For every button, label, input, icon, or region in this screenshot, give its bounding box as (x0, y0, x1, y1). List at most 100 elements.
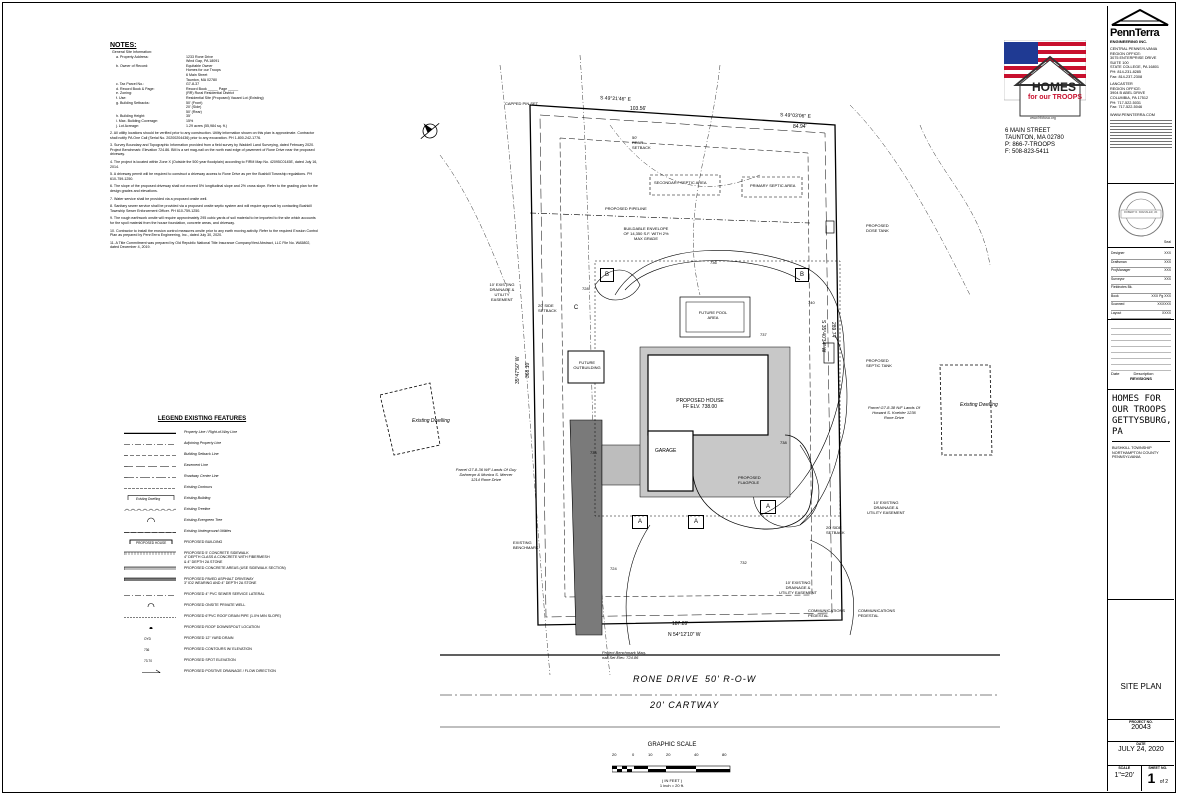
marker-b-2: B (795, 268, 809, 282)
logo-word-homes: HOMES (1032, 80, 1077, 94)
notes-site-row: 20' (Side) (110, 105, 360, 110)
project-number-block: PROJECT NO. 20043 (1108, 720, 1174, 742)
asphalt-driveway (569, 419, 603, 636)
envelope-label: BUILDABLE ENVELOPE OF 14,350 S.F. WITH 2… (623, 226, 669, 241)
notes-site-value: 50' (Rear) (186, 109, 202, 114)
seal-label: Seal (1164, 240, 1172, 244)
legend-label: Building Setback Line (184, 452, 219, 456)
client-address-line: TAUNTON, MA 02780 (1005, 135, 1064, 141)
legend-symbol-treeline (124, 508, 176, 511)
legend-label: Existing Building (184, 496, 211, 500)
legend-label: PROPOSED 12" YARD DRAIN (184, 636, 234, 640)
legend-label: Existing Underground Utilities (184, 529, 232, 533)
dose-tank-label: PROPOSED DOSE TANK (866, 223, 889, 233)
notes-list: 2. All utility locations should be verif… (110, 128, 360, 250)
office-line: Fax: 814-237-2308 (1110, 74, 1143, 79)
sheet-title-block: SITE PLAN (1108, 600, 1174, 720)
legend-label: PROPOSED ROOF DOWNSPOUT LOCATION (184, 625, 260, 629)
scale-ticks: 20 0 10 20 40 80 (612, 752, 732, 760)
contour-label: 737 (760, 332, 767, 337)
project-block: HOMES FOR OUR TROOPS GETTYSBURG, PA BUSH… (1108, 390, 1174, 600)
note-item: 10. Contractor to install the erosion co… (110, 228, 319, 238)
note-item: 7. Water service shall be provided via a… (110, 196, 208, 201)
notes-site-row: h. Building Height:35' (110, 114, 360, 119)
road-cartway: 20' CARTWAY (650, 700, 720, 710)
legend-label: Existing Evergreen Tree (184, 518, 223, 522)
office-line: COLUMBIA, PA 17512 (1110, 95, 1149, 100)
notes-site-key: h. Building Height: (116, 114, 146, 119)
legend-item: Existing Evergreen Tree (122, 516, 352, 527)
notes-site-row: j. Lot Acreage:1.29 acres (55,984 sq. ft… (110, 124, 360, 129)
septic-secondary-label: SECONDARY SEPTIC AREA (654, 180, 707, 185)
marker-b: B (600, 268, 614, 282)
legend-symbol-line-center (124, 477, 176, 478)
seal-name: ROBERT R. KRESSLER, JR. (1124, 211, 1158, 214)
role-name: Scanned (1111, 302, 1125, 306)
notes-site-value: 1.29 acres (55,984 sq. ft.) (186, 123, 227, 128)
distance-east: 289.74' (830, 322, 836, 339)
office-line: 3075 ENTERPRISE DRIVE (1110, 56, 1157, 61)
rev-header-description: Description (1133, 371, 1154, 376)
note-item: 4. The project is located within Zone X … (110, 160, 318, 169)
legend-symbol-asphalt (124, 577, 176, 581)
role-name: Designer (1111, 251, 1125, 255)
note-item: 5. A driveway permit will be required to… (110, 172, 313, 181)
legend-symbol-line-heavy (124, 432, 176, 434)
logo-word-troops: for our TROOPS (1028, 94, 1083, 101)
notes-site-value: 15% (186, 118, 194, 123)
marker-a: A (632, 515, 648, 529)
client-address: 6 MAIN STREET TAUNTON, MA 02780 P: 866-7… (1005, 128, 1064, 156)
house-name: PROPOSED HOUSE (676, 398, 724, 404)
office-line: REGION OFFICE: (1110, 86, 1142, 91)
legend-item: Property Line / Right-of-Way Line (122, 428, 352, 439)
legend-item: Easement Line (122, 461, 352, 472)
notes-site-row: f. Use:Residential Site (Proposed) Vacan… (110, 96, 360, 101)
contour-label: 724 (610, 566, 617, 571)
scale-value: 1"=20' (1114, 772, 1135, 779)
legend-item: Adjoining Property Line (122, 439, 352, 450)
scale-tick: 80 (722, 752, 727, 757)
role-name: ProjManager (1111, 268, 1131, 272)
notes-site-value: Record Book _____ Page _____ (186, 86, 239, 91)
secondary-septic-area (649, 174, 721, 196)
notes-site-row: e. Zoning:(RR) Rural Residential Distric… (110, 91, 360, 96)
notes-site-value: 50' (Front) (186, 100, 203, 105)
notes-site-key: f. Use: (116, 95, 127, 100)
parcel-west-label: Parcel G7-8-36 N/F Lands Of Guy Dahrenpr… (455, 467, 517, 482)
sheet-cell: SHEET NO. 1 of 2 (1142, 766, 1175, 791)
scale-bar (611, 765, 731, 773)
existing-dwelling-west (380, 382, 441, 456)
role-value: XXXXXX (1157, 302, 1171, 306)
role-value: XXXX (1161, 310, 1171, 315)
legend-item: Roadway Center Line (122, 472, 352, 483)
circular-walk (692, 434, 814, 530)
firm-block: PennTerra ENGINEERING INC. CENTRAL PENNS… (1108, 6, 1174, 184)
legend-symbol-text: Existing Dwelling (136, 496, 161, 501)
outbuilding-label: FUTURE OUTBUILDING (573, 360, 601, 370)
house-finished-floor: FF ELV. 738.00 (682, 404, 718, 410)
role-value: XXX (1164, 251, 1171, 255)
notes-site-value: 1233 Rone Drive (186, 54, 213, 59)
parcel-east-label: Parcel G7-8-38 N/F Lands Of Howard S. Ko… (868, 405, 920, 420)
septic-primary-label: PRIMARY SEPTIC AREA (750, 183, 796, 188)
rev-header-date: Date (1111, 371, 1120, 376)
scale-tick: 0 (632, 752, 635, 757)
graphic-scale: GRAPHIC SCALE 20 0 10 20 40 80 ( IN FEET… (611, 742, 732, 788)
notes-site-row: g. Building Setbacks:50' (Front) (110, 101, 360, 106)
primary-septic-area (741, 176, 803, 198)
legend-item: PROPOSED POSITIVE DRAINAGE / FLOW DIRECT… (122, 667, 352, 678)
legend-symbol-line-contour (124, 488, 176, 489)
comm-pedestal-label-2: COMMUNICATIONS PEDESTAL (858, 608, 896, 618)
house-label: PROPOSED HOUSE FF ELV. 738.00 (670, 398, 730, 410)
scale-tick: 40 (694, 752, 699, 757)
project-number: 20043 (1131, 724, 1151, 731)
dose-tank (825, 220, 835, 234)
flagpole-label: PROPOSED FLAGPOLE (738, 475, 761, 485)
legend-item: Existing Dwelling Existing Building (122, 494, 352, 505)
proposed-pipeline (529, 212, 811, 224)
legend-symbol-line-dashdot (124, 444, 176, 445)
setback-east-label: 20' SIDE SETBACK (826, 525, 845, 535)
legend-symbol-sidewalk (124, 551, 176, 555)
